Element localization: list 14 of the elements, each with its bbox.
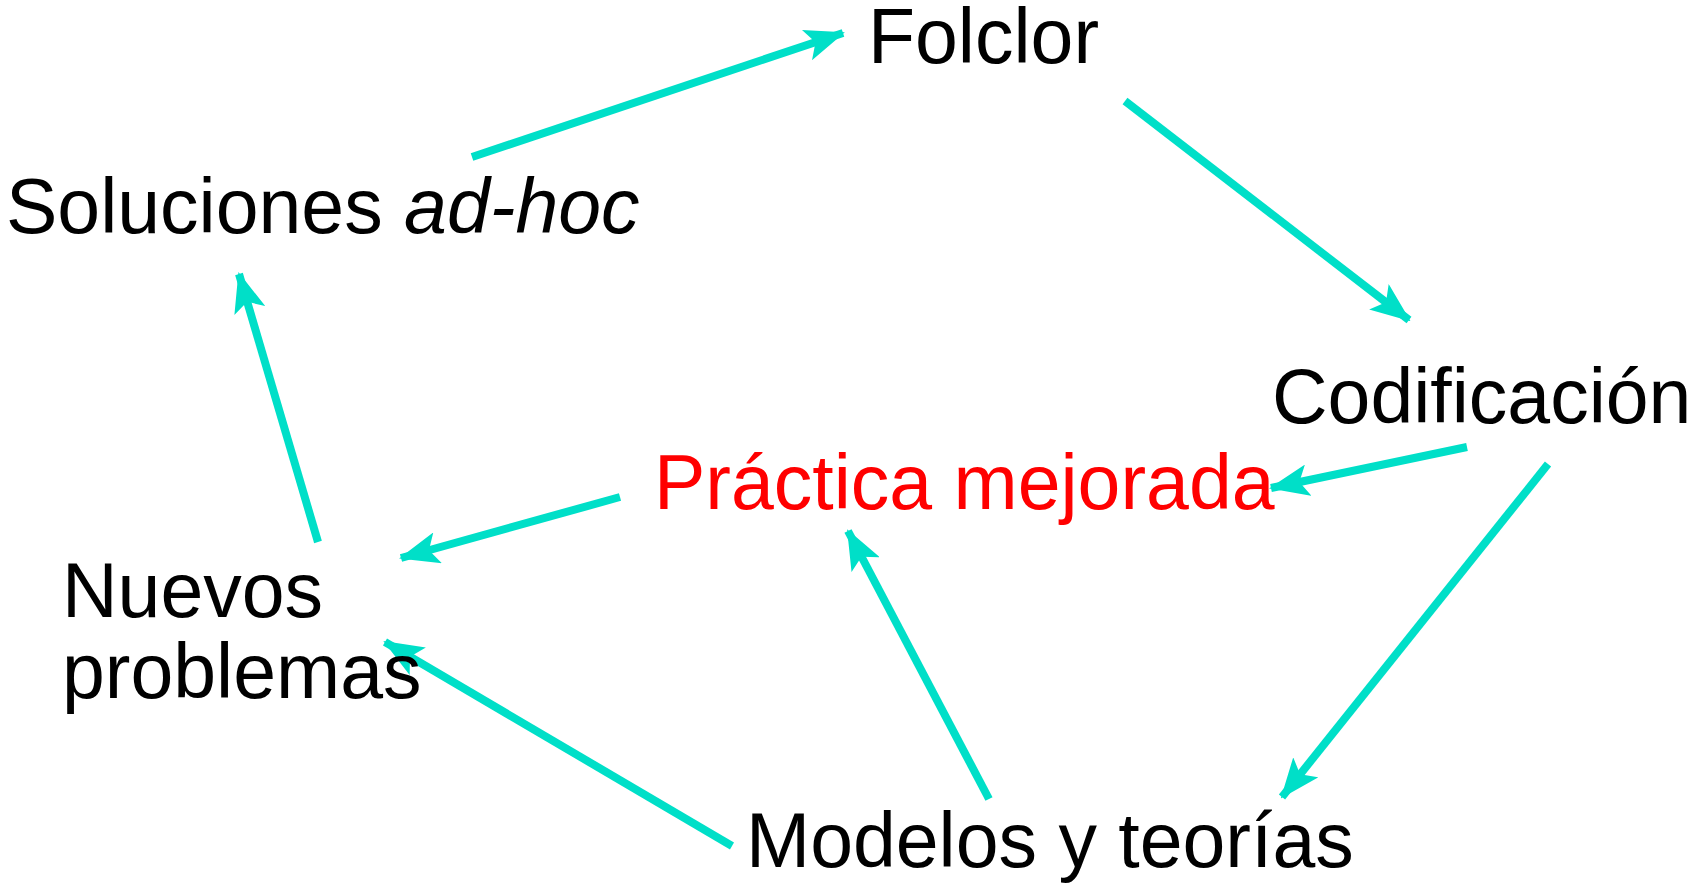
arrow [1122,97,1412,324]
arrow [382,638,735,850]
arrow [234,272,322,544]
node-label: Soluciones ad-hoc [6,166,641,247]
node-label: Folclor [868,0,1101,77]
arrow [1278,461,1552,800]
arrow [844,529,993,801]
arrow [470,29,845,161]
arrow [399,493,622,564]
node-label: Nuevos problemas [62,550,423,712]
node-label: Práctica mejorada [654,442,1276,523]
arrow [1269,443,1468,496]
node-label: Codificación [1272,356,1693,437]
node-label: Modelos y teorías [746,800,1355,881]
